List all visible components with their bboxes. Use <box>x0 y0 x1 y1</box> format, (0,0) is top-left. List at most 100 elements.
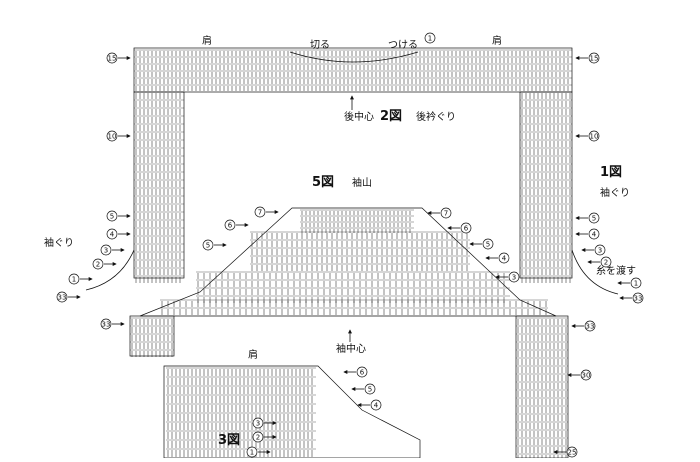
fig5-stitch-grid <box>160 209 548 315</box>
row-marker-circle <box>600 256 612 268</box>
row-marker-circle <box>106 210 118 222</box>
row-marker-number: 5 <box>486 241 490 249</box>
row-marker-circle <box>224 219 236 231</box>
lower-stitch-grid <box>130 317 568 461</box>
label-back-center: 後中心 <box>344 110 374 123</box>
row-marker-circle <box>580 369 592 381</box>
label-sleeve-center: 袖中心 <box>336 342 366 355</box>
row-marker-number: 5 <box>110 213 114 221</box>
label-attach: つける <box>388 39 418 51</box>
fig3-stitch-grid <box>166 367 316 457</box>
row-marker-number: 1 <box>72 276 76 284</box>
row-marker-number: 2 <box>256 434 260 442</box>
row-marker-number: 4 <box>592 231 597 239</box>
right-armhole-curve <box>571 249 619 295</box>
row-marker-number: 15 <box>108 55 117 63</box>
left-armhole-curve <box>85 249 135 291</box>
row-marker-circle <box>100 318 112 330</box>
row-marker-circle <box>356 366 368 378</box>
row-marker-number: 6 <box>228 222 233 230</box>
row-marker-circle <box>252 431 264 443</box>
row-marker-circle <box>100 244 112 256</box>
row-marker-circle <box>252 417 264 429</box>
neckline-chain <box>289 51 419 63</box>
row-marker-circle <box>566 446 578 458</box>
row-marker-number: 10 <box>108 133 117 141</box>
row-marker-circle <box>584 320 596 332</box>
row-marker-circle <box>202 239 214 251</box>
row-marker-number: 6 <box>464 225 469 233</box>
row-marker-number: 5 <box>592 215 596 223</box>
row-marker-circle <box>630 277 642 289</box>
label-fig2-name: 後衿ぐり <box>416 110 456 123</box>
fig2-top-band <box>133 47 573 93</box>
label-cut: 切る <box>310 39 330 51</box>
row-marker-number: 5 <box>206 242 210 250</box>
row-marker-number: 4 <box>374 402 379 410</box>
row-marker-number: 2 <box>96 261 100 269</box>
row-marker-number: 33 <box>586 323 595 331</box>
row-marker-circle <box>482 238 494 250</box>
row-marker-number: 4 <box>110 231 115 239</box>
row-marker-circle <box>106 130 118 142</box>
row-marker-number: 3 <box>512 274 516 282</box>
row-marker-circle <box>588 212 600 224</box>
row-marker-circle <box>440 207 452 219</box>
row-marker-number: 33 <box>58 294 67 302</box>
label-fig2-no: 2図 <box>380 109 402 124</box>
row-marker-circle <box>498 252 510 264</box>
row-marker-circle <box>594 244 606 256</box>
row-marker-circle <box>632 292 644 304</box>
row-marker-circle <box>588 130 600 142</box>
fig2-left-post <box>133 91 185 279</box>
row-marker-number: 15 <box>590 55 599 63</box>
label-fig1-no: 1図 <box>600 165 622 180</box>
label-shoulder-right: 肩 <box>492 34 502 47</box>
row-marker-circle <box>254 206 266 218</box>
row-marker-circle <box>246 446 258 458</box>
row-marker-circle <box>106 52 118 64</box>
row-marker-circle <box>508 271 520 283</box>
row-marker-number: 3 <box>104 247 108 255</box>
row-marker-number: 4 <box>502 255 507 263</box>
row-marker-number: 10 <box>590 133 599 141</box>
row-marker-number: 7 <box>444 210 448 218</box>
fig2-back-neckline <box>133 47 573 279</box>
row-marker-circle <box>460 222 472 234</box>
row-marker-circle <box>106 228 118 240</box>
row-marker-circle <box>56 291 68 303</box>
row-marker-number: 3 <box>256 420 260 428</box>
fig2-stitch-grid <box>134 49 572 283</box>
label-fig5-name: 袖山 <box>352 176 372 189</box>
label-pass-yarn: 糸を渡す <box>596 264 636 277</box>
row-marker-circle <box>92 258 104 270</box>
row-marker-circle <box>588 228 600 240</box>
row-marker-circle <box>364 383 376 395</box>
row-marker-number: 33 <box>102 321 111 329</box>
row-marker-circle <box>68 273 80 285</box>
row-marker-number: 33 <box>634 295 643 303</box>
label-shoulder-left: 肩 <box>202 34 212 47</box>
label-shoulder-fig3: 肩 <box>248 348 258 361</box>
row-marker-number: 2 <box>604 259 608 267</box>
label-fig5-no: 5図 <box>312 175 334 190</box>
row-marker-number: 3 <box>598 247 602 255</box>
row-marker-circle <box>588 52 600 64</box>
label-armhole-left: 袖ぐり <box>44 236 74 249</box>
row-marker-number: 7 <box>258 209 262 217</box>
label-fig3-no: 3図 <box>218 433 240 448</box>
row-marker-number: 1 <box>250 449 254 457</box>
lower-bands <box>129 315 569 459</box>
row-marker-number: 5 <box>368 386 372 394</box>
row-marker-number: 1 <box>428 35 432 43</box>
row-marker-number: 30 <box>582 372 591 380</box>
row-marker-number: 6 <box>360 369 365 377</box>
row-marker-number: 25 <box>568 449 577 457</box>
row-marker-circle <box>424 32 436 44</box>
row-marker-number: 1 <box>634 280 638 288</box>
row-marker-circle <box>370 399 382 411</box>
label-fig1-name: 袖ぐり <box>600 186 630 199</box>
